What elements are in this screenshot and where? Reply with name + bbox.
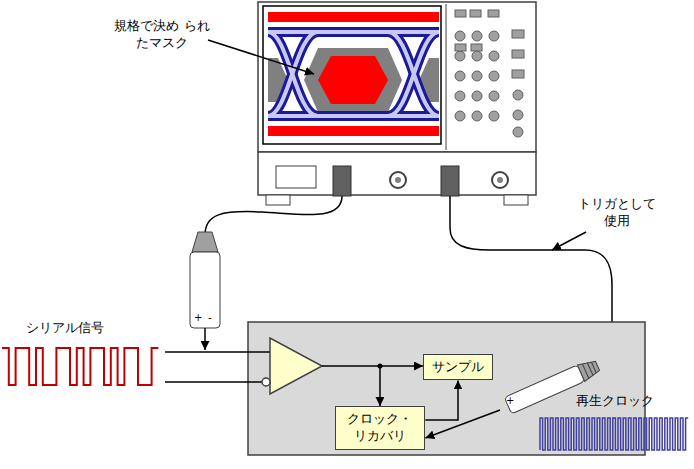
front-panel-buttons	[455, 71, 465, 81]
front-panel-buttons	[512, 30, 524, 38]
eye-diagram	[268, 12, 439, 22]
front-panel-buttons	[472, 91, 482, 101]
front-panel-buttons	[472, 51, 482, 61]
eye-diagram	[268, 32, 439, 116]
input-wires	[165, 381, 262, 383]
amplifier-symbol	[270, 338, 322, 394]
front-panel-buttons	[470, 10, 481, 17]
clock-branch-wire	[379, 366, 381, 406]
annotation-label: シリアル信号	[26, 320, 104, 337]
front-panel-buttons	[472, 111, 482, 121]
differential-probe	[204, 328, 206, 350]
eye-diagram	[268, 32, 439, 116]
front-panel-buttons	[513, 127, 523, 137]
serial-signal-waveform	[2, 348, 158, 385]
front-panel-buttons	[471, 44, 482, 51]
front-panel-buttons	[488, 10, 499, 17]
polarity-mark: +	[194, 312, 202, 323]
eye-diagram	[304, 48, 402, 112]
signal-connector	[425, 380, 458, 420]
oscilloscope	[492, 172, 508, 188]
oscilloscope	[276, 166, 316, 188]
trigger-probe	[582, 360, 597, 378]
front-panel-buttons	[513, 90, 523, 100]
input-wires	[165, 351, 270, 353]
front-panel-buttons	[489, 31, 499, 41]
trigger-probe	[582, 364, 589, 379]
oscilloscope	[258, 2, 536, 152]
serial-signal-waveform	[2, 348, 158, 385]
differential-probe	[190, 232, 220, 350]
eye-diagram	[318, 56, 388, 104]
process-box: サンプル	[423, 354, 493, 381]
box-text: サンプル	[432, 359, 484, 376]
annotation-label: 規格で決め られたマスク	[112, 18, 212, 52]
eye-diagram	[268, 32, 439, 116]
polarity-mark: +	[506, 395, 514, 406]
front-panel-buttons	[455, 44, 466, 51]
dut-board	[248, 322, 645, 455]
callout-arrow	[552, 232, 586, 250]
front-panel-buttons	[455, 31, 465, 41]
amplifier-symbol	[262, 338, 322, 394]
front-panel-buttons	[455, 111, 465, 121]
callout-arrow	[208, 40, 314, 74]
oscilloscope	[441, 166, 459, 196]
eye-diagram	[268, 32, 439, 116]
front-panel-buttons	[513, 110, 523, 120]
polarity-mark: -	[208, 312, 212, 323]
front-panel-buttons	[512, 50, 524, 58]
front-panel-buttons	[455, 10, 466, 17]
differential-probe	[190, 252, 220, 328]
amplifier-symbol	[262, 378, 270, 386]
clock-waveform	[540, 418, 688, 450]
front-panel-buttons	[512, 70, 524, 78]
eye-diagram	[268, 12, 439, 136]
front-panel-buttons	[489, 51, 499, 61]
oscilloscope	[263, 6, 441, 144]
eye-diagram	[268, 32, 439, 116]
probe-cable	[205, 196, 342, 235]
probe-tip-arrow	[425, 410, 500, 438]
input-wires	[165, 352, 270, 382]
trigger-probe	[591, 362, 596, 373]
front-panel-buttons	[455, 91, 465, 101]
oscilloscope	[258, 2, 536, 205]
oscilloscope	[333, 166, 351, 196]
clock-waveform	[540, 418, 688, 450]
amplifier-output-wire	[322, 365, 423, 367]
junction-dot	[377, 364, 382, 369]
eye-diagram	[268, 126, 439, 136]
trigger-probe	[504, 365, 584, 414]
process-box: クロック・ リカバリ	[335, 406, 426, 450]
front-panel-buttons	[489, 71, 499, 81]
front-panel-buttons	[472, 31, 482, 41]
front-panel-buttons	[489, 91, 499, 101]
oscilloscope	[258, 152, 536, 195]
trigger-probe	[577, 358, 601, 382]
annotation-label: 再生クロック	[576, 393, 654, 410]
oscilloscope	[497, 177, 503, 183]
oscilloscope	[395, 177, 401, 183]
oscilloscope	[390, 172, 406, 188]
front-panel-buttons	[472, 71, 482, 81]
oscilloscope	[266, 195, 290, 205]
annotation-label: トリガとして 使用	[572, 196, 662, 230]
eye-diagram	[268, 32, 439, 116]
differential-probe	[192, 232, 218, 252]
oscilloscope	[446, 4, 447, 150]
front-panel-buttons	[489, 111, 499, 121]
oscilloscope	[504, 195, 528, 205]
box-text: クロック・ リカバリ	[344, 411, 417, 445]
front-panel-buttons	[455, 10, 524, 137]
front-panel-buttons	[455, 51, 465, 61]
